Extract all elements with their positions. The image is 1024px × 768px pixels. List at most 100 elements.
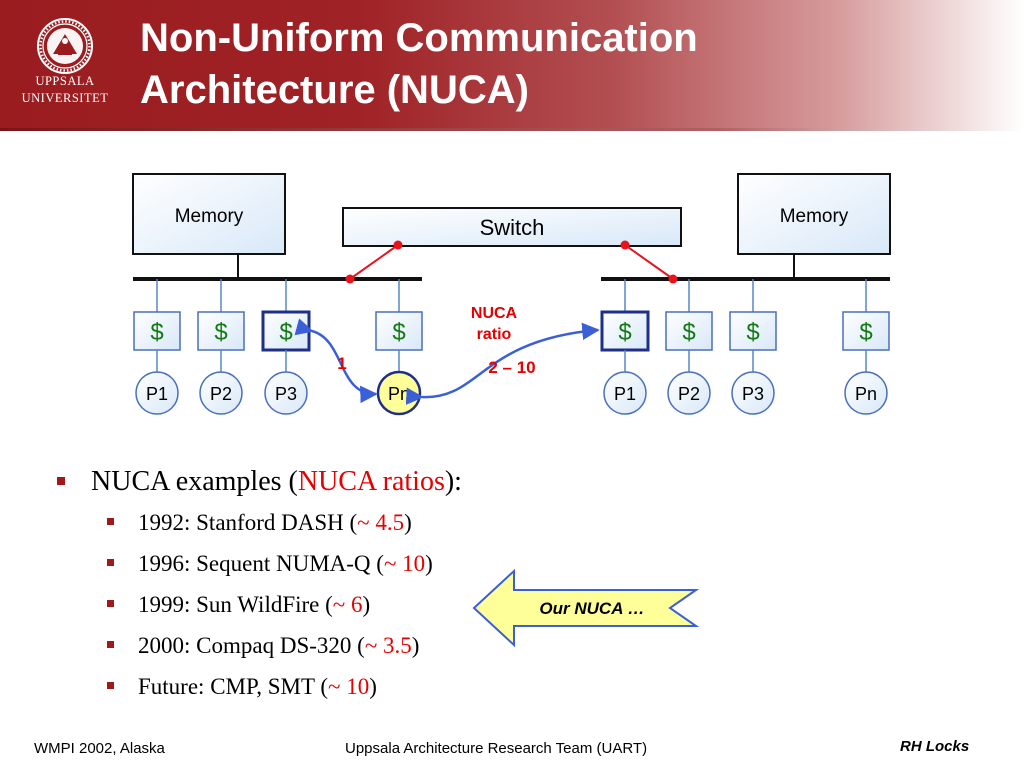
footer-left: WMPI 2002, Alaska bbox=[34, 740, 165, 757]
title-bar bbox=[0, 0, 1024, 130]
cache-symbol: $ bbox=[859, 319, 872, 346]
memory-box-left bbox=[132, 173, 286, 255]
node-left-p3: $ P3 bbox=[261, 279, 311, 415]
node-right-p2: $ P2 bbox=[665, 279, 713, 415]
bullet-heading: NUCA examples (NUCA ratios): bbox=[55, 462, 615, 502]
uppsala-seal-logo bbox=[37, 18, 93, 74]
switch-link-left bbox=[349, 244, 399, 280]
bullet-list: NUCA examples (NUCA ratios): 1992: Stanf… bbox=[55, 462, 615, 707]
sub-bullet-marker bbox=[107, 641, 114, 648]
cache-box bbox=[842, 311, 890, 351]
cache-box bbox=[729, 311, 777, 351]
sub-bullet-marker bbox=[107, 559, 114, 566]
nuca-architecture-diagram: Memory Memory Switch $ P1 $ P2 $ P3 bbox=[132, 173, 891, 416]
processor-node bbox=[731, 371, 775, 415]
title-underline bbox=[0, 128, 1024, 131]
cache-symbol: $ bbox=[150, 319, 163, 346]
university-name-line2: UNIVERSITET bbox=[21, 91, 109, 105]
bullet-item: 2000: Compaq DS-320 (~ 3.5) bbox=[55, 625, 615, 666]
footer-right: RH Locks bbox=[900, 738, 970, 755]
processor-node bbox=[135, 371, 179, 415]
processor-label: Pn bbox=[388, 384, 410, 404]
cache-symbol: $ bbox=[279, 319, 292, 346]
node-right-p3: $ P3 bbox=[729, 279, 777, 415]
remote-latency-arrow bbox=[405, 322, 600, 405]
cache-box bbox=[665, 311, 713, 351]
slide-title-line1: Non-Uniform Communication bbox=[140, 16, 698, 60]
bus-joint-right bbox=[668, 274, 678, 284]
nuca-label-line1: NUCA bbox=[471, 305, 518, 322]
cache-box bbox=[133, 311, 181, 351]
bullet-heading-highlight: NUCA ratios bbox=[297, 466, 445, 497]
bullet-item-ratio: ~ 3.5 bbox=[364, 633, 412, 658]
processor-label: P2 bbox=[678, 384, 700, 404]
bullet-item-ratio: ~ 6 bbox=[332, 592, 363, 617]
processor-node bbox=[844, 371, 888, 415]
bullet-marker bbox=[57, 477, 65, 485]
processor-label: P2 bbox=[210, 384, 232, 404]
sub-bullet-marker bbox=[107, 518, 114, 525]
footer-center: Uppsala Architecture Research Team (UART… bbox=[345, 740, 648, 757]
bullet-item: 1996: Sequent NUMA-Q (~ 10) bbox=[55, 543, 615, 584]
bullet-item-text: 1992: Stanford DASH ( bbox=[138, 510, 358, 535]
bullet-heading-text: NUCA examples ( bbox=[91, 466, 298, 497]
callout-label: Our NUCA … bbox=[539, 599, 644, 618]
processor-label: Pn bbox=[855, 384, 877, 404]
sub-bullet-marker bbox=[107, 682, 114, 689]
processor-label: P1 bbox=[146, 384, 168, 404]
bullet-item-text: 1996: Sequent NUMA-Q ( bbox=[138, 551, 384, 576]
local-latency-label: 1 bbox=[337, 354, 346, 373]
switch-box bbox=[342, 207, 682, 247]
cache-box bbox=[197, 311, 245, 351]
cache-symbol: $ bbox=[746, 319, 759, 346]
processor-node bbox=[199, 371, 243, 415]
bullet-item-close: ) bbox=[404, 510, 412, 535]
university-name-line1: UPPSALA bbox=[35, 74, 95, 88]
remote-latency-label: 2 – 10 bbox=[488, 358, 535, 377]
slide-title-line2: Architecture (NUCA) bbox=[140, 68, 529, 112]
cache-symbol: $ bbox=[618, 319, 631, 346]
nuca-label-line2: ratio bbox=[477, 326, 512, 343]
node-left-pn: $ Pn bbox=[375, 279, 423, 416]
switch-joint-left bbox=[393, 240, 403, 250]
processor-label: P3 bbox=[275, 384, 297, 404]
bullet-item-ratio: ~ 4.5 bbox=[357, 510, 405, 535]
bullet-item-ratio: ~ 10 bbox=[328, 674, 370, 699]
node-right-pn: $ Pn bbox=[842, 279, 890, 415]
memory-label-left: Memory bbox=[175, 206, 244, 227]
bullet-item-ratio: ~ 10 bbox=[383, 551, 426, 576]
switch-joint-right bbox=[620, 240, 630, 250]
cache-symbol: $ bbox=[682, 319, 695, 346]
cache-box-highlighted bbox=[600, 310, 650, 352]
memory-label-right: Memory bbox=[780, 206, 849, 227]
node-left-p2: $ P2 bbox=[197, 279, 245, 415]
bullet-item-close: ) bbox=[425, 551, 433, 576]
bullet-item: Future: CMP, SMT (~ 10) bbox=[55, 666, 615, 707]
callout-arrow-shape bbox=[472, 568, 700, 648]
cache-symbol: $ bbox=[214, 319, 227, 346]
bullet-item-close: ) bbox=[369, 674, 377, 699]
our-nuca-callout: Our NUCA … bbox=[472, 568, 700, 648]
processor-node bbox=[667, 371, 711, 415]
node-right-p1: $ P1 bbox=[600, 279, 650, 415]
memory-box-right bbox=[737, 173, 891, 255]
switch-link-right bbox=[624, 244, 674, 280]
bullet-item-text: 1999: Sun WildFire ( bbox=[138, 592, 333, 617]
bus-joint-left bbox=[345, 274, 355, 284]
bullet-item: 1999: Sun WildFire (~ 6) bbox=[55, 584, 615, 625]
bullet-item-text: 2000: Compaq DS-320 ( bbox=[138, 633, 365, 658]
bullet-heading-suffix: ): bbox=[444, 466, 462, 497]
node-left-p1: $ P1 bbox=[133, 279, 181, 415]
bullet-item-close: ) bbox=[411, 633, 420, 658]
bullet-item: 1992: Stanford DASH (~ 4.5) bbox=[55, 502, 615, 543]
switch-label: Switch bbox=[480, 215, 545, 240]
processor-label: P1 bbox=[614, 384, 636, 404]
processor-label: P3 bbox=[742, 384, 764, 404]
slide-title: Non-Uniform Communication Architecture (… bbox=[140, 12, 900, 116]
sub-bullet-marker bbox=[107, 600, 114, 607]
bullet-item-close: ) bbox=[362, 592, 371, 617]
cache-symbol: $ bbox=[392, 319, 405, 346]
processor-node bbox=[603, 371, 647, 415]
bullet-item-text: Future: CMP, SMT ( bbox=[138, 674, 329, 699]
local-latency-arrow bbox=[294, 318, 378, 404]
